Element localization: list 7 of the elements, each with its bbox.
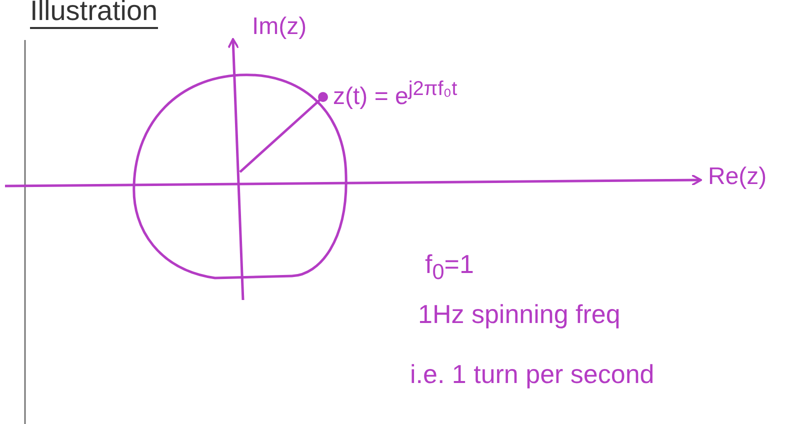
formula-label: z(t) = e$^{j2πf₀t}$ bbox=[333, 78, 458, 110]
note-text: f$_{0}$=1 bbox=[425, 250, 474, 284]
note-text: i.e. 1 turn per second bbox=[410, 360, 654, 389]
axis-label: Im(z) bbox=[252, 14, 307, 40]
axis-label: Re(z) bbox=[708, 164, 767, 190]
note-text: 1Hz spinning freq bbox=[418, 300, 620, 329]
diagram-title: Illustration bbox=[30, 0, 158, 29]
